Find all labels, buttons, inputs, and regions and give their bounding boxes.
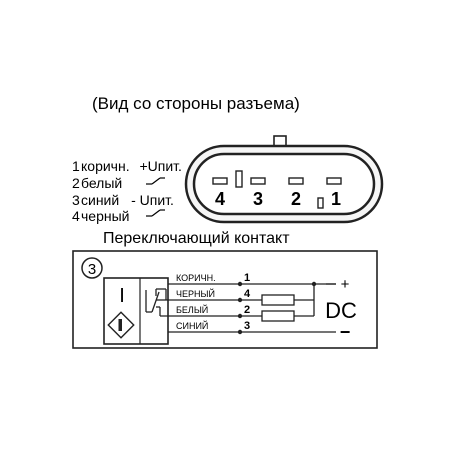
wire-color-label: БЕЛЫЙ (176, 304, 208, 315)
pin-number-4: 4 (215, 189, 225, 209)
wire-color-label: ЧЕРНЫЙ (176, 288, 215, 299)
coding-key-bottom (317, 197, 324, 209)
pinout-number: 1 (72, 158, 80, 174)
sensor-label: I (119, 285, 125, 307)
pinout-row-1: 1коричн. +Uпит. (72, 158, 182, 174)
wiring-schematic: 3 I (72, 250, 378, 349)
no-contact-symbol (146, 177, 165, 185)
wire-color-label: СИНИЙ (176, 320, 208, 331)
wire-color-label: КОРИЧН. (176, 273, 216, 283)
pinout-color: белый (81, 175, 123, 191)
schematic-frame (72, 250, 378, 349)
coding-key-top (235, 170, 243, 188)
wires (156, 283, 336, 333)
load-resistor-bottom (261, 310, 295, 322)
pinout-number: 2 (72, 175, 80, 191)
wire-pin-number: 1 (244, 272, 250, 284)
pin-slot-2 (288, 177, 304, 185)
pinout-color: черный (81, 208, 130, 224)
pinout-color: коричн. (81, 158, 130, 174)
pin-slot-3 (250, 177, 266, 185)
wire-pin-number: 4 (244, 288, 251, 300)
pin-number-3: 3 (253, 189, 263, 209)
view-title: (Вид со стороны разъема) (92, 94, 300, 113)
diagram-number-badge (81, 257, 103, 279)
sensor-box (103, 277, 169, 345)
diagram-number: 3 (88, 261, 96, 278)
inductive-sensor-icon (107, 311, 135, 339)
pinout-number: 3 (72, 192, 80, 208)
wire-pin-number: 3 (244, 320, 250, 332)
pinout-color: синий (81, 192, 120, 208)
pinout-number: 4 (72, 208, 80, 224)
terminal-dot (237, 329, 243, 335)
supply-type: DC (325, 298, 357, 323)
pin-slot-4 (212, 177, 228, 185)
section-title: Переключающий контакт (103, 230, 290, 247)
pin-slot-1 (326, 177, 342, 185)
pin-number-2: 2 (291, 189, 301, 209)
pinout-row-2: 2белый (72, 175, 122, 191)
supply-plus: + (341, 276, 350, 293)
pin-number-1: 1 (331, 189, 341, 209)
changeover-switch-icon (145, 288, 167, 313)
terminal-dot (237, 313, 243, 319)
pinout-row-4: 4черный (72, 208, 129, 224)
terminal-dot (237, 297, 243, 303)
connector-inner-face (192, 152, 376, 216)
pinout-signal: +Uпит. (139, 158, 182, 174)
load-resistor-top (261, 294, 295, 306)
supply-minus: − (340, 322, 351, 342)
pinout-row-3: 3синий - Uпит. (72, 192, 174, 208)
connector: 4 3 2 1 (184, 135, 384, 224)
junction-dot (311, 281, 317, 287)
pinout-signal: - Uпит. (131, 192, 174, 208)
nc-contact-symbol (146, 209, 165, 217)
wire-pin-number: 2 (244, 304, 250, 316)
terminal-dot (237, 281, 243, 287)
